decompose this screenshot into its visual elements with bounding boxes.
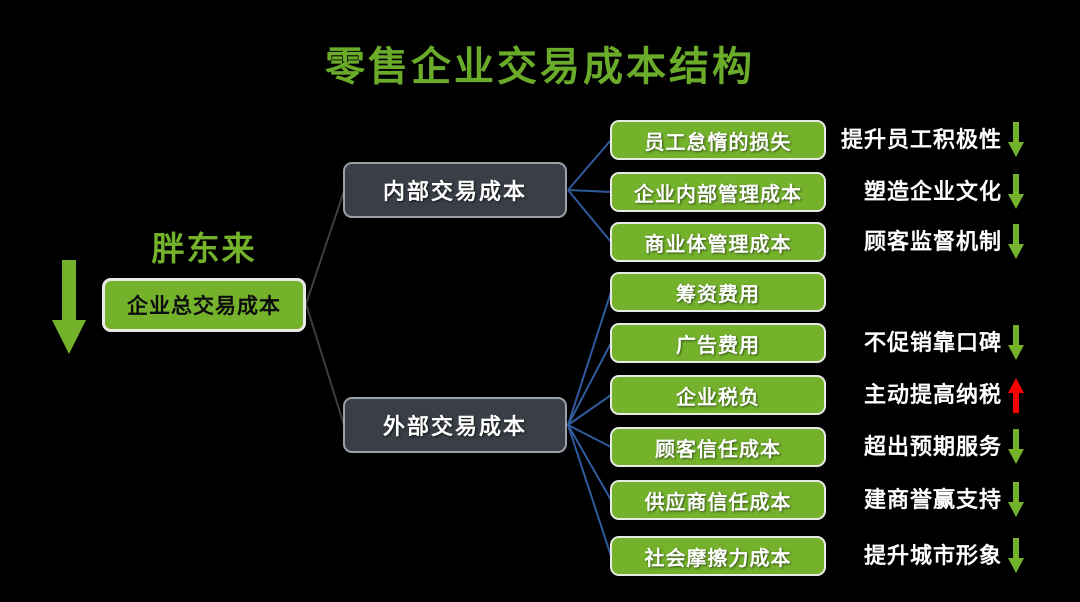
node-label: 员工怠惰的损失 — [644, 131, 792, 154]
node-label: 筹资费用 — [676, 283, 760, 306]
annotation-label: 提升员工积极性 — [840, 127, 1002, 152]
down-arrow-icon — [1008, 429, 1024, 464]
node-label: 商业体管理成本 — [644, 233, 792, 256]
node-label: 企业税负 — [676, 386, 760, 409]
annotation-label: 不促销靠口碑 — [863, 330, 1002, 355]
annotation-label: 超出预期服务 — [863, 434, 1002, 459]
down-arrow-icon — [1008, 538, 1024, 573]
big-down-arrow-icon — [52, 260, 86, 354]
node-leaf: 企业内部管理成本 — [610, 172, 826, 212]
node-leaf: 供应商信任成本 — [610, 480, 826, 520]
annotation-label: 提升城市形象 — [863, 543, 1002, 568]
node-external-transaction-cost: 外部交易成本 — [343, 397, 567, 453]
node-leaf: 商业体管理成本 — [610, 222, 826, 262]
annotation-label: 建商誉赢支持 — [863, 487, 1002, 512]
node-label: 企业内部管理成本 — [634, 183, 802, 206]
down-arrow-icon — [1008, 325, 1024, 360]
up-arrow-icon — [1008, 378, 1024, 413]
node-leaf: 顾客信任成本 — [610, 427, 826, 467]
node-label: 供应商信任成本 — [644, 491, 792, 514]
down-arrow-icon — [1008, 174, 1024, 209]
down-arrow-icon — [1008, 224, 1024, 259]
node-total-transaction-cost: 企业总交易成本 — [102, 278, 306, 332]
down-arrow-icon — [1008, 482, 1024, 517]
node-internal-transaction-cost: 内部交易成本 — [343, 162, 567, 218]
node-label: 顾客信任成本 — [655, 438, 781, 461]
brand-label: 胖东来 — [151, 230, 257, 267]
node-leaf: 企业税负 — [610, 375, 826, 415]
annotation-label: 塑造企业文化 — [863, 179, 1002, 204]
page-title: 零售企业交易成本结构 — [325, 45, 755, 89]
node-label: 社会摩擦力成本 — [644, 547, 792, 570]
annotation-label: 顾客监督机制 — [863, 229, 1002, 254]
node-label: 外部交易成本 — [382, 414, 527, 439]
node-leaf: 广告费用 — [610, 323, 826, 363]
node-leaf: 筹资费用 — [610, 272, 826, 312]
node-leaf: 社会摩擦力成本 — [610, 536, 826, 576]
node-leaf: 员工怠惰的损失 — [610, 120, 826, 160]
annotation-label: 主动提高纳税 — [863, 382, 1002, 407]
node-label: 广告费用 — [676, 334, 760, 357]
node-label: 内部交易成本 — [382, 179, 527, 204]
node-label: 企业总交易成本 — [127, 295, 281, 318]
down-arrow-icon — [1008, 122, 1024, 157]
